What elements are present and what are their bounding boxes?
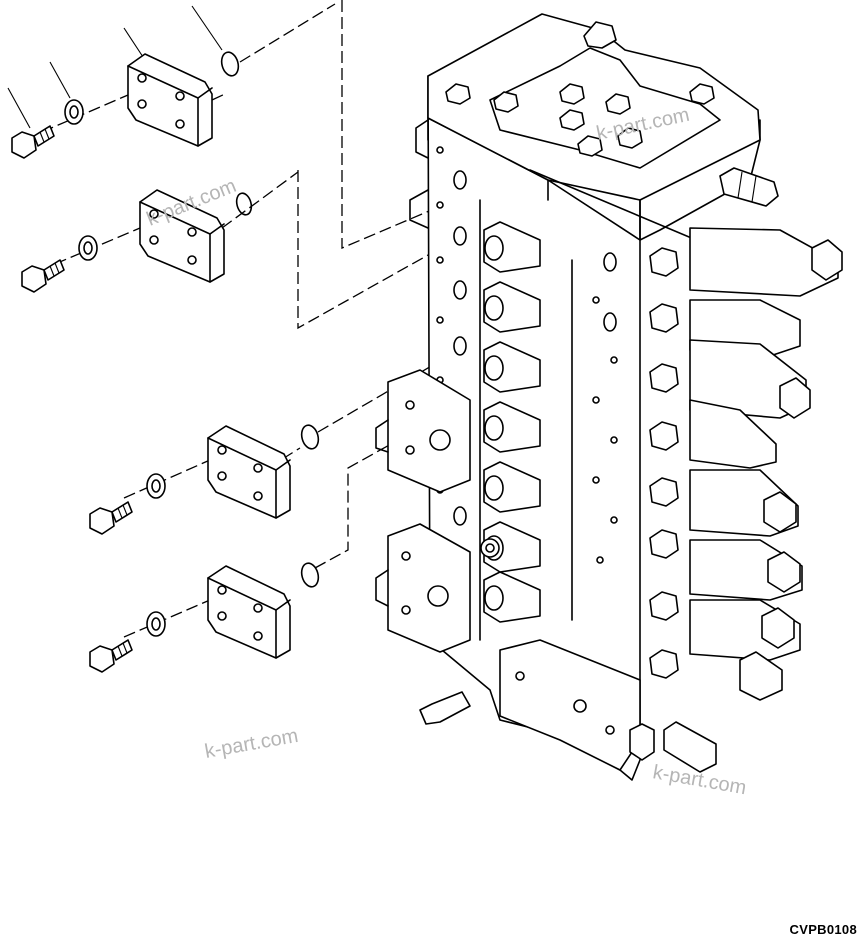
front-fittings bbox=[483, 221, 541, 623]
o-ring-1 bbox=[220, 51, 240, 77]
washer-4 bbox=[146, 611, 166, 637]
washer-1 bbox=[64, 99, 84, 125]
bolt-2 bbox=[21, 259, 65, 293]
watermark-3: k-part.com bbox=[203, 725, 300, 763]
lower-left-block bbox=[387, 369, 500, 653]
bolt-3 bbox=[89, 501, 133, 535]
cover-plate-3 bbox=[207, 425, 291, 519]
washer-2 bbox=[78, 235, 98, 261]
cover-plate-4 bbox=[207, 565, 291, 659]
leader-lines bbox=[7, 5, 223, 129]
bottom-plate bbox=[419, 639, 717, 773]
bottom-right-fitting bbox=[663, 721, 717, 773]
cover-plate-2 bbox=[139, 189, 225, 283]
bolt-1 bbox=[11, 125, 55, 159]
o-ring-4 bbox=[300, 562, 320, 588]
washer-3 bbox=[146, 473, 166, 499]
cover-plate-1 bbox=[127, 53, 213, 147]
bottom-left-fitting bbox=[419, 691, 471, 725]
right-spool-caps bbox=[689, 227, 843, 701]
control-valve-assembly bbox=[375, 13, 843, 781]
bolt-4 bbox=[89, 639, 133, 673]
right-face-bolts bbox=[649, 247, 679, 679]
o-ring-3 bbox=[300, 424, 320, 450]
top-right-fitting bbox=[719, 167, 779, 207]
valve-body-top-face bbox=[427, 13, 761, 201]
top-bolt-row bbox=[445, 83, 715, 157]
drawing-code-label: CVPB0108 bbox=[789, 922, 857, 937]
top-bolt-head bbox=[583, 21, 617, 49]
o-ring-2 bbox=[235, 192, 253, 216]
